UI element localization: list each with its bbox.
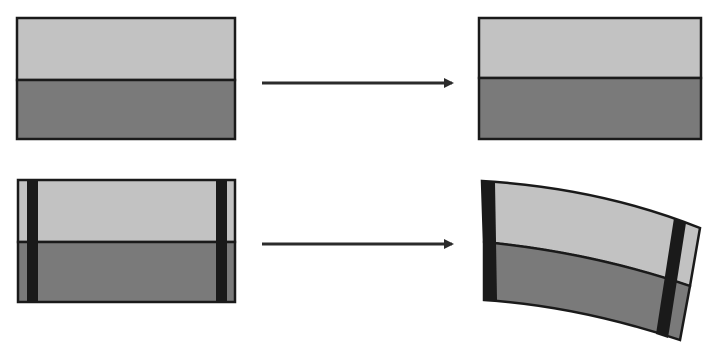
row2-after-bent-strip	[480, 179, 702, 342]
row1-before-top-layer	[15, 16, 237, 82]
row2-before-bottom-layer	[16, 240, 237, 304]
row2-after-right-marker	[656, 218, 686, 338]
row1-after-top-layer	[477, 16, 703, 80]
row1-after-strip	[477, 16, 703, 141]
row1-before-strip	[15, 16, 237, 141]
row2-before-right-marker	[216, 180, 227, 302]
row2-before-top-layer	[16, 178, 237, 244]
row2-after-bottom-layer	[482, 240, 692, 342]
row1-after-bottom-layer	[477, 76, 703, 141]
row2-before-left-marker	[27, 180, 38, 302]
row2-before-strip	[16, 178, 237, 304]
row2-after-left-marker	[482, 181, 497, 300]
row1-before-bottom-layer	[15, 78, 237, 141]
